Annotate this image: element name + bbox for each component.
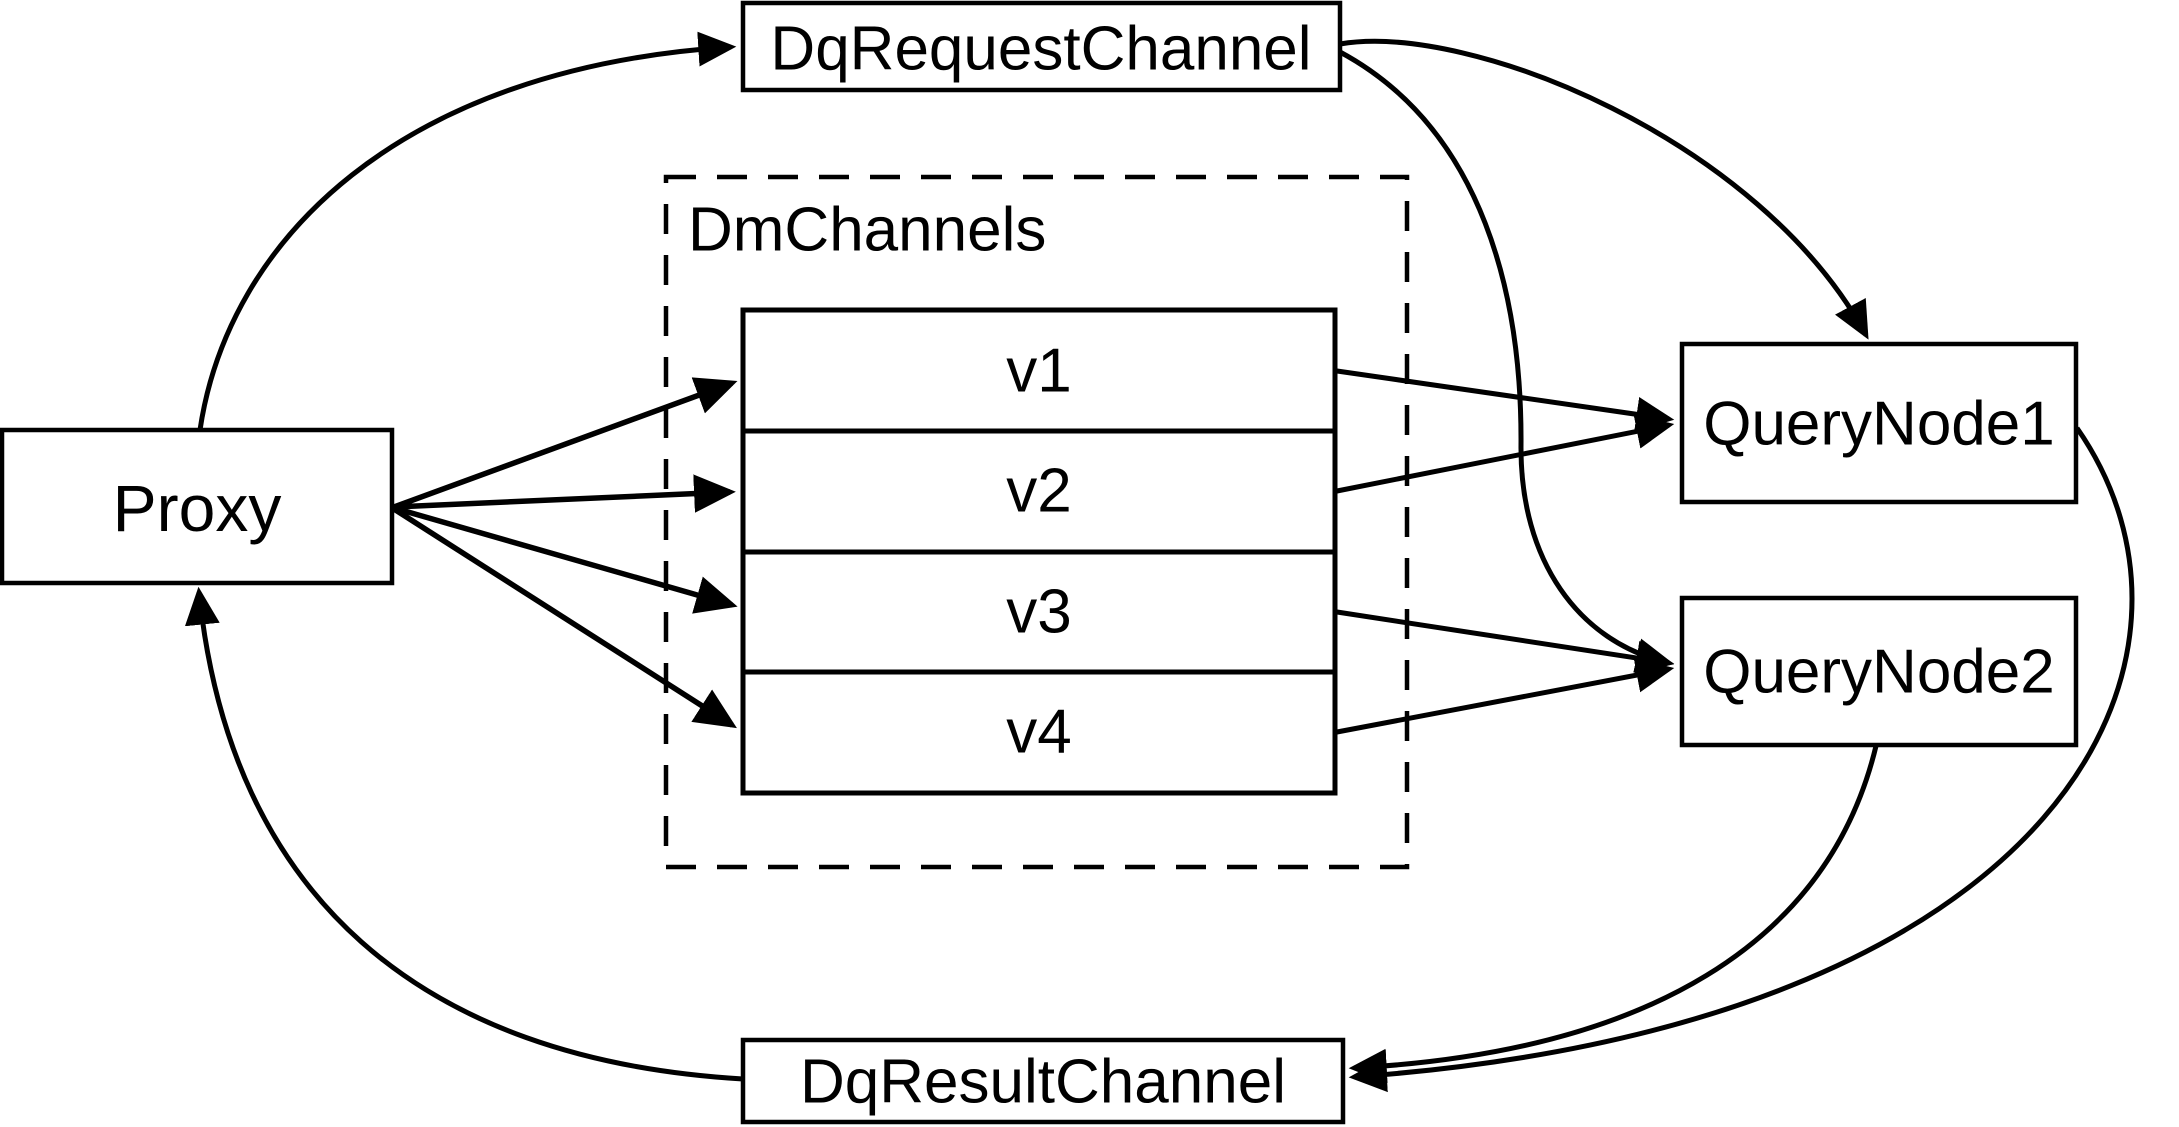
edge-proxy-to-v1 — [393, 377, 738, 510]
edge-dqrequestchannel-to-querynode2 — [1338, 49, 1675, 673]
edge-proxy-to-v2 — [393, 474, 736, 513]
edge-dqresultchannel-to-proxy — [184, 586, 744, 1082]
querynode2-box — [1679, 595, 2079, 748]
dqrequestchannel-label: DqRequestChannel — [770, 15, 1311, 84]
proxy-box — [0, 427, 395, 586]
proxy-label: Proxy — [113, 471, 282, 545]
edge-proxy-to-v3 — [393, 505, 738, 614]
channel-row-v2-label: v2 — [1006, 457, 1071, 526]
edge-dqrequestchannel-to-querynode1 — [1339, 38, 1869, 340]
node-querynode2: QueryNode2 — [1679, 595, 2079, 748]
node-querynode1: QueryNode1 — [1679, 341, 2079, 505]
node-dqrequestchannel: DqRequestChannel — [740, 0, 1343, 93]
querynode1-box — [1679, 341, 2079, 505]
edge-v1-to-querynode1 — [1336, 368, 1675, 432]
dm-channel-table: v1 v2 v3 v4 — [740, 307, 1338, 796]
edge-querynode2-to-dqresultchannel — [1348, 745, 1879, 1084]
dqresultchannel-label: DqResultChannel — [800, 1048, 1286, 1117]
edges-layer — [184, 31, 2135, 1093]
edge-v2-to-querynode1 — [1336, 414, 1675, 494]
node-proxy: Proxy — [0, 427, 395, 586]
edge-querynode1-to-dqresultchannel — [1348, 426, 2135, 1093]
channel-row-v1-label: v1 — [1006, 337, 1071, 406]
edge-v3-to-querynode2 — [1336, 609, 1675, 676]
edge-proxy-to-v4 — [392, 506, 737, 729]
channel-row-v3-label: v3 — [1006, 578, 1071, 647]
edge-proxy-to-dqrequestchannel — [197, 31, 737, 431]
querynode2-label: QueryNode2 — [1703, 638, 2055, 707]
dqrequestchannel-box — [740, 0, 1343, 93]
edge-v4-to-querynode2 — [1336, 657, 1675, 735]
dm-channels-label: DmChannels — [688, 196, 1046, 265]
dm-channels-group: DmChannels v1 v2 v3 v4 — [663, 174, 1410, 870]
dm-channels-box — [663, 174, 1410, 870]
querynode1-label: QueryNode1 — [1703, 390, 2055, 459]
dqresultchannel-box — [740, 1037, 1346, 1125]
node-dqresultchannel: DqResultChannel — [740, 1037, 1346, 1125]
channel-row-v4-label: v4 — [1006, 698, 1071, 767]
